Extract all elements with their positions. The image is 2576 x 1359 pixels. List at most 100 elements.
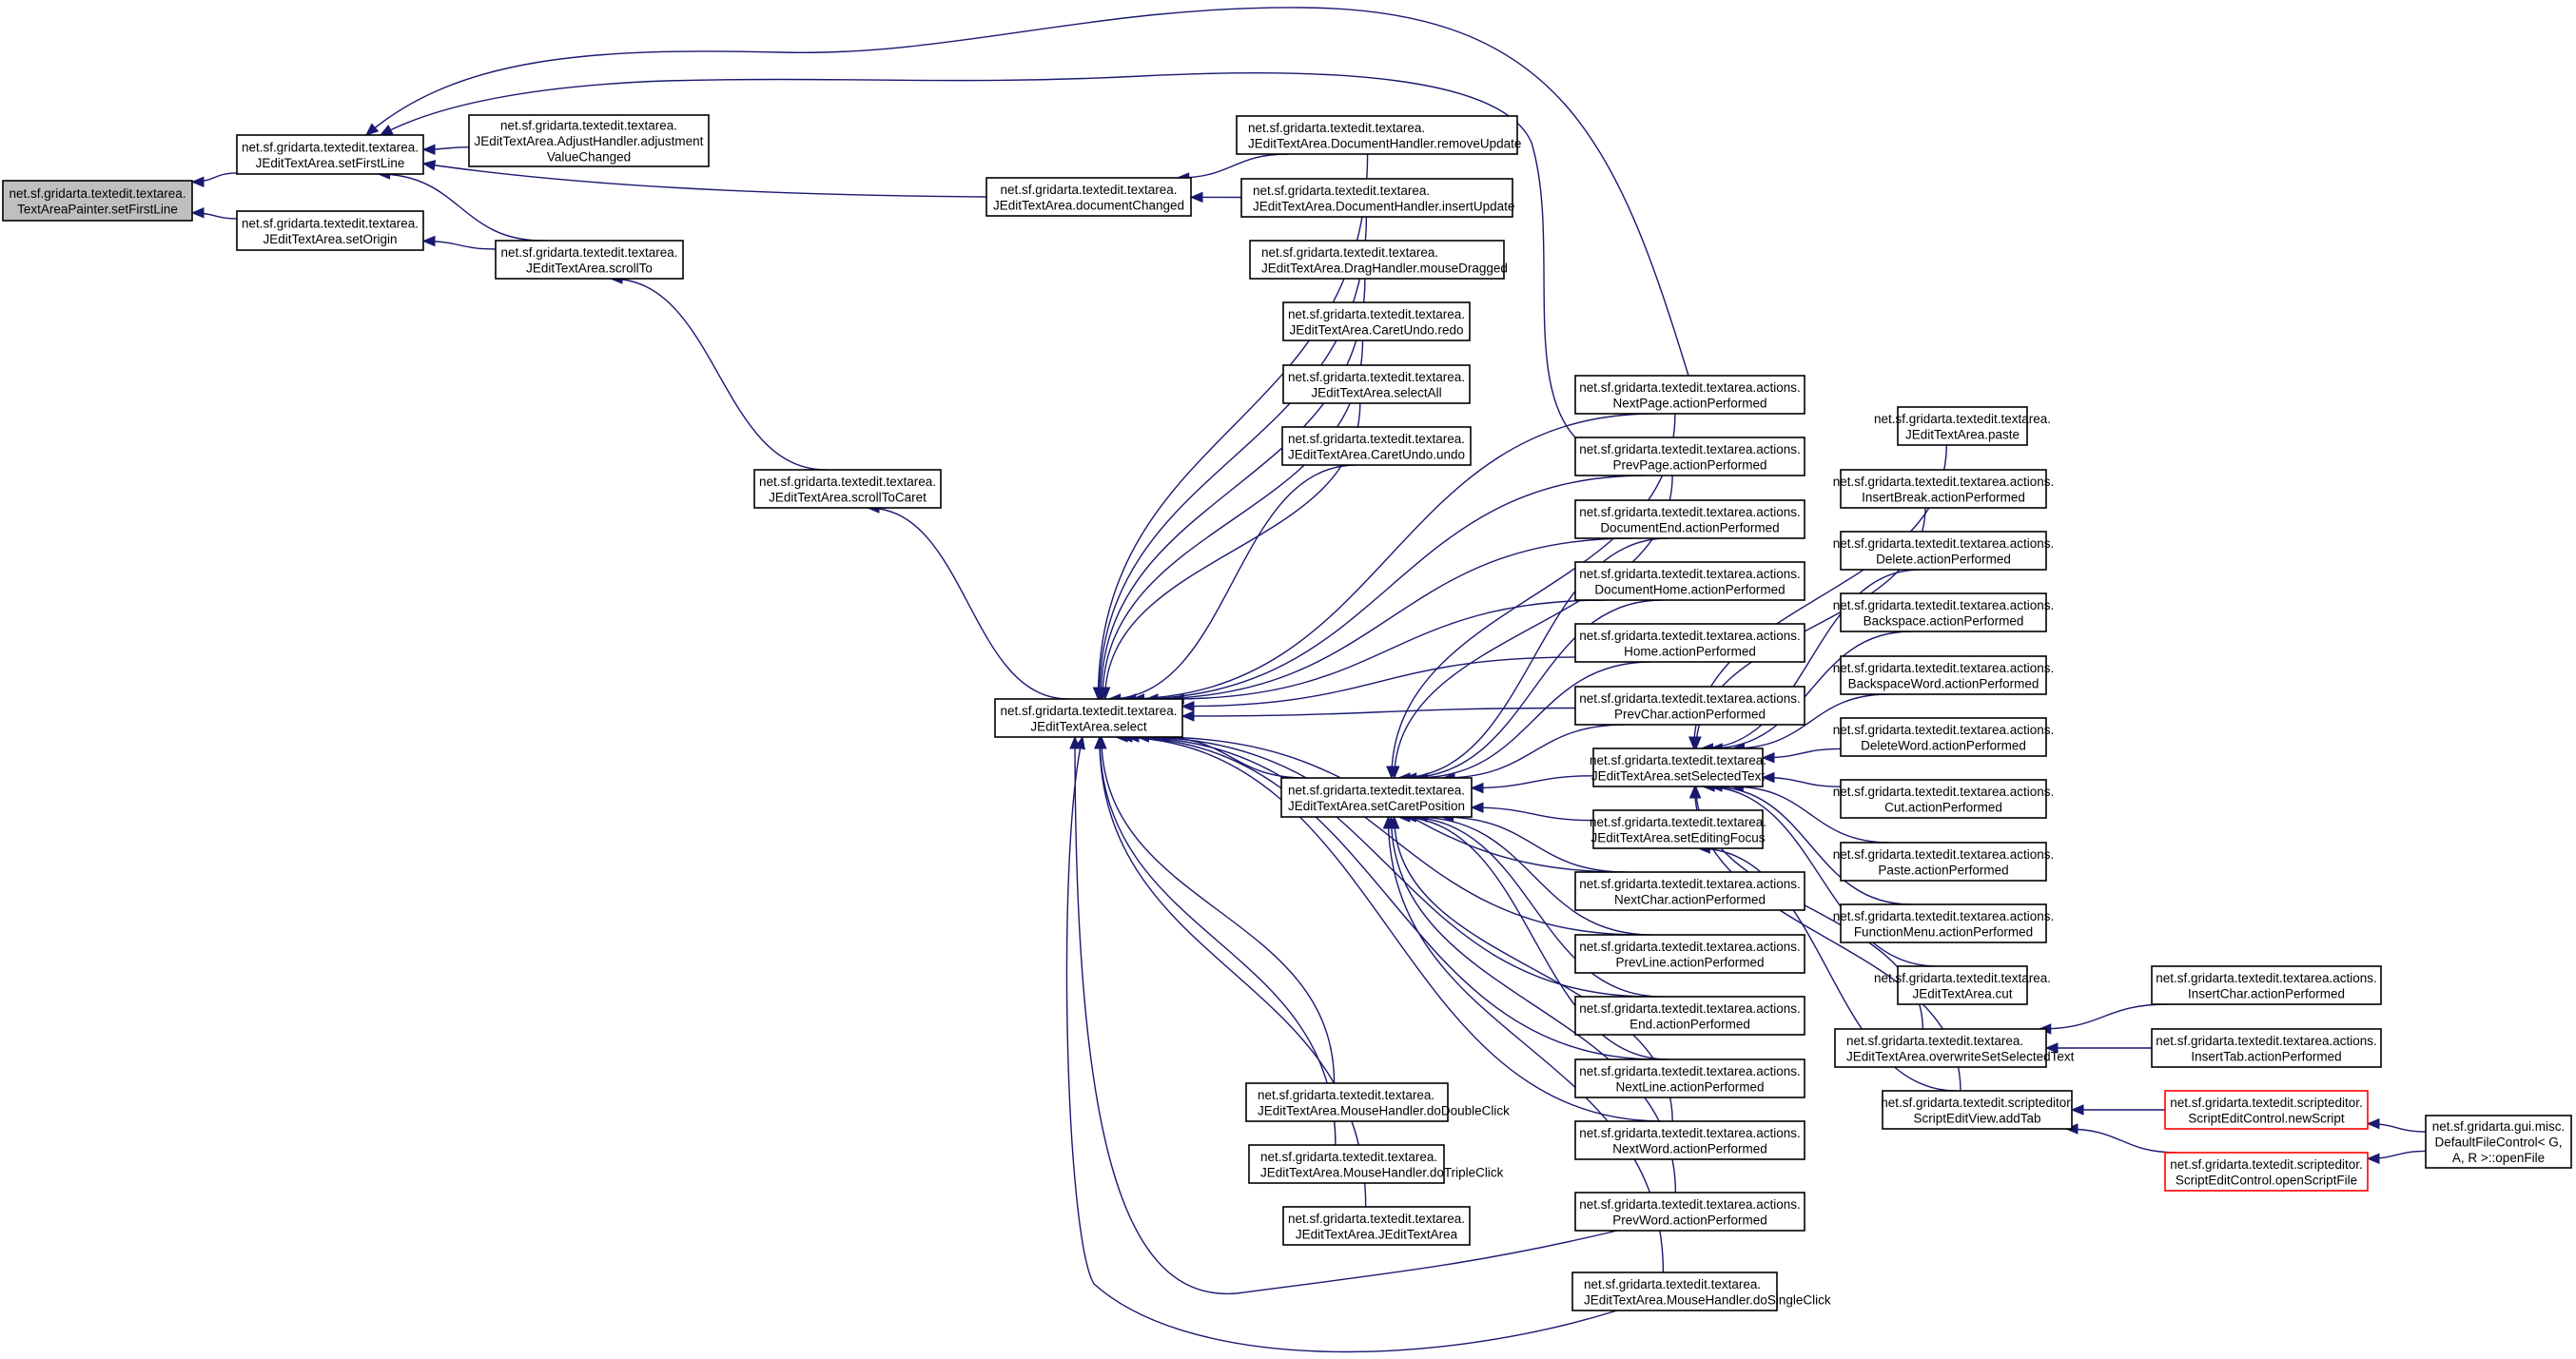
node-cut[interactable]: net.sf.gridarta.textedit.textarea.JEditT… [1874, 965, 2051, 1005]
arrowhead-icon [379, 124, 394, 136]
node-setCaretPosition[interactable]: net.sf.gridarta.textedit.textarea.JEditT… [1280, 777, 1473, 818]
node-end[interactable]: net.sf.gridarta.textedit.textarea.action… [1574, 996, 1805, 1036]
edge-line [1172, 599, 1607, 700]
node-label-line: JEditTextArea.CaretUndo.undo [1288, 447, 1465, 461]
node-paste[interactable]: net.sf.gridarta.textedit.textarea.JEditT… [1874, 406, 2051, 446]
node-root[interactable]: net.sf.gridarta.textedit.textarea.TextAr… [2, 180, 193, 222]
node-redo[interactable]: net.sf.gridarta.textedit.textarea.JEditT… [1282, 301, 1471, 341]
node-box [1840, 842, 2047, 882]
node-mouseDragged[interactable]: net.sf.gridarta.textedit.textarea.JEditT… [1249, 240, 1508, 280]
node-insertChar[interactable]: net.sf.gridarta.textedit.textarea.action… [2151, 965, 2382, 1005]
node-label-line: JEditTextArea.JEditTextArea [1296, 1227, 1458, 1241]
edge-setFirstLine-to-root [190, 172, 238, 188]
node-prevLine[interactable]: net.sf.gridarta.textedit.textarea.action… [1574, 934, 1805, 974]
node-undo[interactable]: net.sf.gridarta.textedit.textarea.JEditT… [1281, 426, 1472, 466]
node-label-line: net.sf.gridarta.textedit.textarea. [1260, 1150, 1437, 1164]
node-box [1840, 717, 2047, 757]
edge-line [1703, 786, 1938, 967]
node-backspaceWord[interactable]: net.sf.gridarta.textedit.textarea.action… [1833, 655, 2055, 695]
node-nextChar[interactable]: net.sf.gridarta.textedit.textarea.action… [1574, 871, 1805, 911]
node-delete[interactable]: net.sf.gridarta.textedit.textarea.action… [1833, 531, 2055, 571]
node-setEditingFocus[interactable]: net.sf.gridarta.textedit.textarea.JEditT… [1590, 809, 1766, 849]
node-insertTab[interactable]: net.sf.gridarta.textedit.textarea.action… [2151, 1028, 2382, 1068]
node-insertBreak[interactable]: net.sf.gridarta.textedit.textarea.action… [1833, 469, 2055, 509]
edge-line [1471, 775, 1594, 789]
edge-line [1177, 153, 1289, 179]
node-functionMenu[interactable]: net.sf.gridarta.textedit.textarea.action… [1833, 903, 2055, 943]
node-label-line: net.sf.gridarta.textedit.textarea. [9, 186, 185, 201]
node-nextPage[interactable]: net.sf.gridarta.textedit.textarea.action… [1574, 375, 1805, 415]
edge-cutAction-to-setSelectedText [1761, 771, 1842, 787]
node-deleteWord[interactable]: net.sf.gridarta.textedit.textarea.action… [1833, 717, 2055, 757]
node-label-line: net.sf.gridarta.textedit.textarea. [1288, 1212, 1465, 1226]
edge-line [1442, 724, 1626, 779]
arrowhead-icon [1690, 736, 1702, 750]
node-scrollToCaret[interactable]: net.sf.gridarta.textedit.textarea.JEditT… [753, 469, 942, 509]
node-label-line: JEditTextArea.setFirstLine [256, 156, 405, 170]
node-label-line: net.sf.gridarta.textedit.textarea. [1000, 183, 1177, 197]
node-box [1574, 437, 1805, 476]
node-overwrite[interactable]: net.sf.gridarta.textedit.textarea.JEditT… [1834, 1028, 2075, 1068]
node-openScriptFile[interactable]: net.sf.gridarta.textedit.scripteditor.Sc… [2164, 1152, 2369, 1192]
node-nextLine[interactable]: net.sf.gridarta.textedit.textarea.action… [1574, 1058, 1805, 1098]
edge-line [1398, 537, 1669, 779]
node-select[interactable]: net.sf.gridarta.textedit.textarea.JEditT… [994, 698, 1183, 738]
node-pasteAction[interactable]: net.sf.gridarta.textedit.textarea.action… [1833, 842, 2055, 882]
node-removeUpdate[interactable]: net.sf.gridarta.textedit.textarea.JEditT… [1236, 115, 1521, 155]
node-label-line: End.actionPerformed [1630, 1017, 1750, 1031]
node-label-line: net.sf.gridarta.textedit.textarea. [1288, 370, 1465, 384]
node-scrollTo[interactable]: net.sf.gridarta.textedit.textarea.JEditT… [495, 240, 684, 280]
node-label-line: DocumentHome.actionPerformed [1594, 582, 1785, 596]
edge-line [1710, 631, 1911, 749]
node-label-line: ScriptEditView.addTab [1913, 1111, 2040, 1125]
arrowhead-icon [365, 123, 380, 136]
node-prevWord[interactable]: net.sf.gridarta.textedit.textarea.action… [1574, 1192, 1805, 1232]
node-box [1840, 592, 2047, 632]
edge-setEditingFocus-to-setCaretPosition [1470, 802, 1594, 822]
node-adjust[interactable]: net.sf.gridarta.textedit.textarea.JEditT… [468, 114, 710, 167]
edge-mouseDragged-to-select [1095, 278, 1366, 701]
node-doDoubleClick[interactable]: net.sf.gridarta.textedit.textarea.JEditT… [1245, 1082, 1510, 1122]
node-doSingleClick[interactable]: net.sf.gridarta.textedit.textarea.JEditT… [1571, 1272, 1831, 1311]
node-doTripleClick[interactable]: net.sf.gridarta.textedit.textarea.JEditT… [1248, 1144, 1504, 1184]
node-insertUpdate[interactable]: net.sf.gridarta.textedit.textarea.JEditT… [1240, 178, 1514, 218]
node-backspace[interactable]: net.sf.gridarta.textedit.textarea.action… [1833, 592, 2055, 632]
edge-line [1731, 786, 1890, 844]
node-label-line: JEditTextArea.scrollTo [526, 261, 653, 275]
node-ctor[interactable]: net.sf.gridarta.textedit.textarea.JEditT… [1282, 1206, 1471, 1246]
node-label-line: NextChar.actionPerformed [1614, 892, 1766, 906]
node-box [1840, 655, 2047, 695]
node-selectAll[interactable]: net.sf.gridarta.textedit.textarea.JEditT… [1282, 364, 1471, 404]
node-openFile[interactable]: net.sf.gridarta.gui.misc.DefaultFileCont… [2425, 1115, 2572, 1169]
arrowhead-icon [1389, 766, 1400, 780]
node-docHome[interactable]: net.sf.gridarta.textedit.textarea.action… [1574, 561, 1805, 601]
edge-select-to-scrollToCaret [866, 502, 1069, 700]
node-setFirstLine[interactable]: net.sf.gridarta.textedit.textarea.JEditT… [236, 134, 424, 175]
node-setSelectedText[interactable]: net.sf.gridarta.textedit.textarea.JEditT… [1590, 747, 1766, 787]
node-setOrigin[interactable]: net.sf.gridarta.textedit.textarea.JEditT… [236, 210, 424, 251]
node-label-line: JEditTextArea.setOrigin [263, 232, 397, 246]
node-docChanged[interactable]: net.sf.gridarta.textedit.textarea.JEditT… [986, 177, 1192, 217]
node-box [1840, 779, 2047, 819]
node-addTab[interactable]: net.sf.gridarta.textedit.scripteditor.Sc… [1881, 1090, 2074, 1130]
node-label-line: net.sf.gridarta.textedit.textarea.action… [1579, 877, 1801, 891]
edge-line [422, 163, 987, 198]
node-label-line: JEditTextArea.DocumentHandler.removeUpda… [1248, 136, 1521, 150]
edge-line [1115, 736, 1664, 1122]
node-label-line: PrevLine.actionPerformed [1615, 955, 1764, 969]
node-newScript[interactable]: net.sf.gridarta.textedit.scripteditor.Sc… [2164, 1090, 2369, 1130]
node-home[interactable]: net.sf.gridarta.textedit.textarea.action… [1574, 623, 1805, 663]
edge-docChanged-to-setFirstLine [421, 160, 987, 198]
edge-line [1441, 816, 1627, 873]
node-label-line: JEditTextArea.setEditingFocus [1590, 830, 1765, 845]
node-box [753, 469, 942, 509]
node-label-line: net.sf.gridarta.textedit.textarea.action… [1579, 1001, 1801, 1016]
node-docEnd[interactable]: net.sf.gridarta.textedit.textarea.action… [1574, 499, 1805, 539]
node-prevChar[interactable]: net.sf.gridarta.textedit.textarea.action… [1574, 686, 1805, 726]
edge-line [378, 173, 543, 242]
node-cutAction[interactable]: net.sf.gridarta.textedit.textarea.action… [1833, 779, 2055, 819]
node-box [1245, 1082, 1449, 1122]
arrowhead-icon [1099, 687, 1111, 701]
node-prevPage[interactable]: net.sf.gridarta.textedit.textarea.action… [1574, 437, 1805, 476]
node-nextWord[interactable]: net.sf.gridarta.textedit.textarea.action… [1574, 1120, 1805, 1160]
